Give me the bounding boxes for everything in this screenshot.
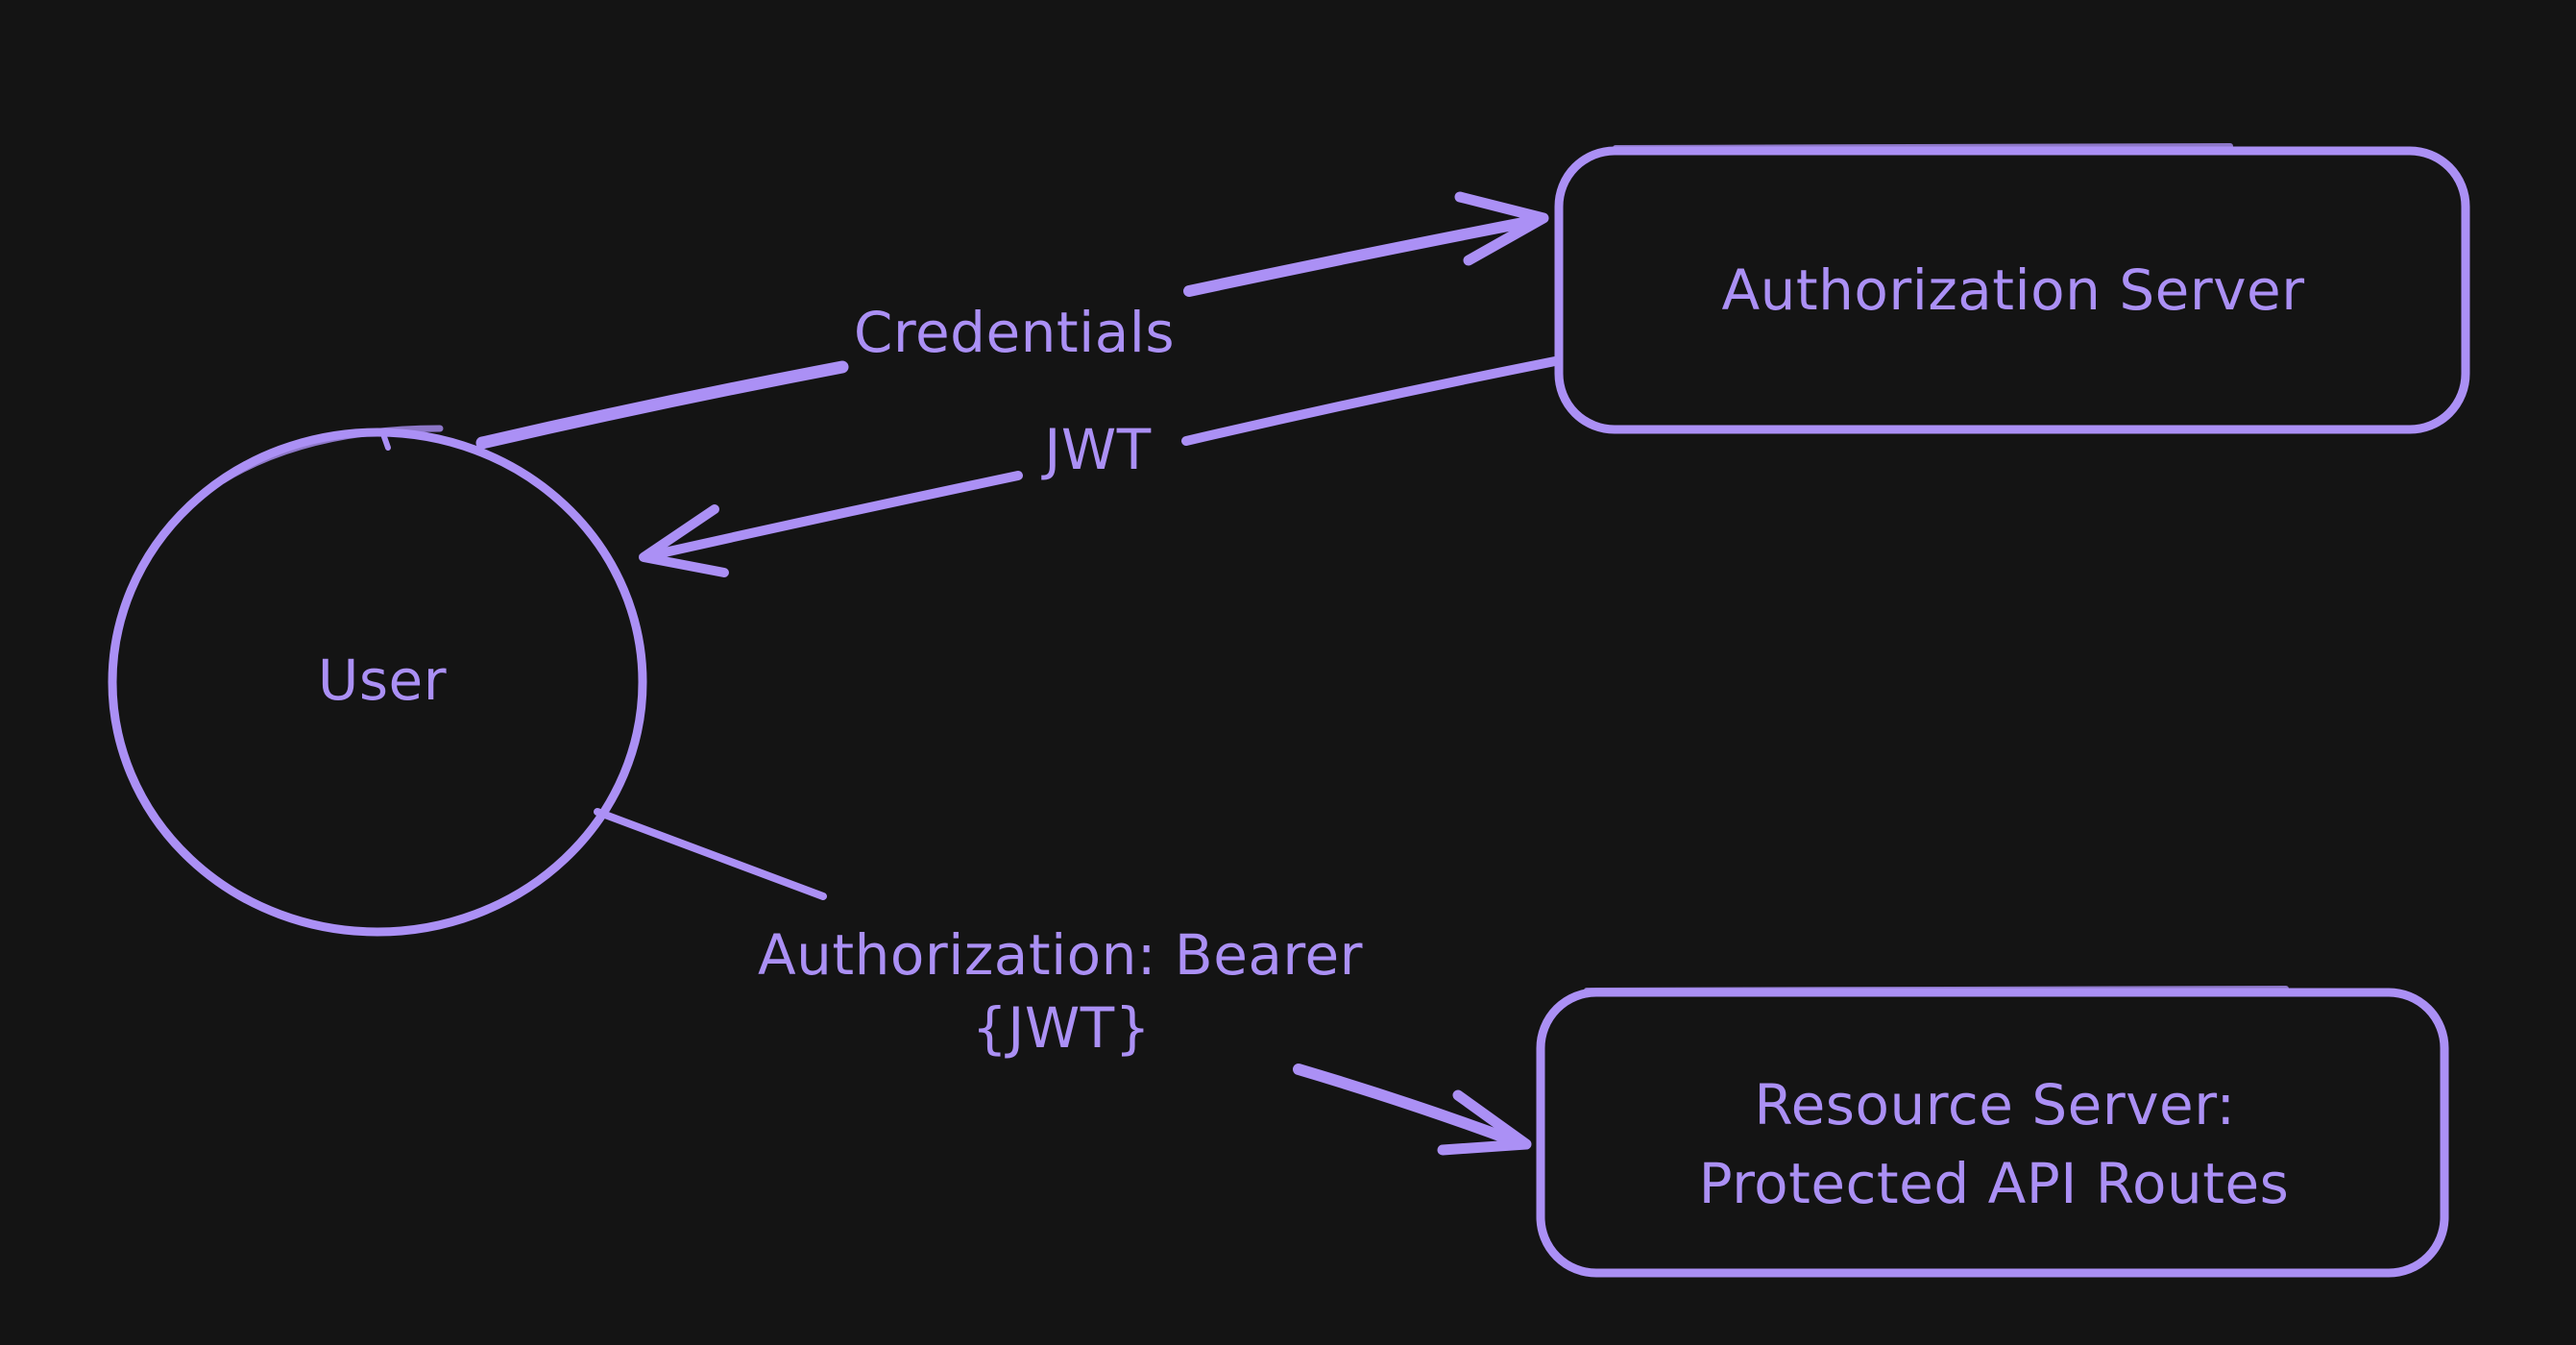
bearer-label-line1[interactable]: Authorization: Bearer [758, 922, 1363, 988]
authorization-server-node[interactable]: Authorization Server [1554, 143, 2470, 434]
resource-server-label-line2[interactable]: Protected API Routes [1699, 1151, 2290, 1216]
credentials-arrow-shaft-right [1183, 215, 1539, 297]
credentials-arrow-label[interactable]: Credentials [854, 300, 1175, 365]
resource-server-label-line1[interactable]: Resource Server: [1754, 1072, 2235, 1137]
authorization-server-label[interactable]: Authorization Server [1721, 257, 2304, 323]
jwt-arrow[interactable]: JWT [639, 356, 1560, 577]
credentials-arrowhead-icon [1454, 191, 1549, 266]
bearer-connector-line [594, 808, 827, 900]
bearer-arrow-shaft [1293, 1064, 1523, 1148]
authorization-server-box-overstroke [1613, 143, 2233, 151]
resource-server-box-overstroke [1584, 986, 2289, 993]
jwt-arrowhead-icon [639, 504, 729, 577]
jwt-arrow-shaft-right [1181, 356, 1560, 446]
user-label[interactable]: User [318, 648, 447, 713]
user-circle-seam-tick [379, 428, 391, 451]
resource-server-box[interactable] [1536, 988, 2449, 1278]
authorization-server-box[interactable] [1554, 146, 2470, 434]
user-node[interactable]: User [108, 425, 647, 937]
resource-server-node[interactable]: Resource Server: Protected API Routes [1536, 986, 2449, 1278]
bearer-label-line2[interactable]: {JWT} [972, 995, 1151, 1061]
jwt-arrow-shaft-left [643, 471, 1023, 561]
bearer-arrowhead-icon [1437, 1089, 1532, 1156]
credentials-arrow[interactable]: Credentials [475, 191, 1549, 450]
user-circle-overstroke [219, 425, 444, 484]
jwt-arrow-label[interactable]: JWT [1041, 417, 1151, 482]
credentials-arrow-shaft-left [475, 360, 849, 450]
bearer-arrow[interactable]: Authorization: Bearer {JWT} [594, 808, 1532, 1156]
